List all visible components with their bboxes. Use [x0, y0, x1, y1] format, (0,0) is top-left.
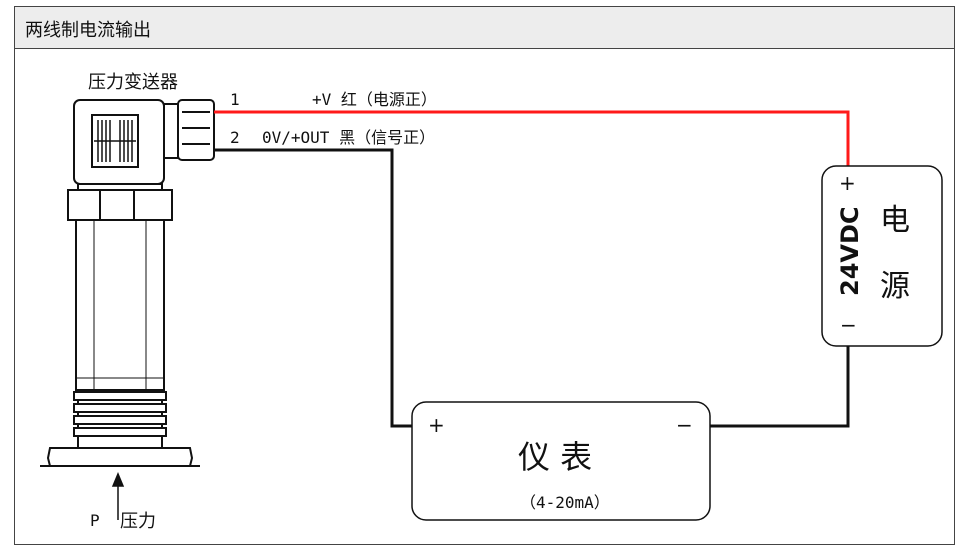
pressure-symbol: P	[90, 511, 100, 530]
power-name-line2: 源	[880, 269, 910, 304]
meter-name: 仪 表	[518, 438, 592, 476]
meter-minus-label: −	[676, 413, 693, 437]
power-minus-label: −	[840, 313, 857, 337]
diagram-title: 两线制电流输出	[25, 20, 151, 41]
transmitter-label: 压力变送器	[88, 72, 178, 93]
black-wire-meter-to-power	[710, 346, 850, 428]
meter-range: （4-20mA）	[520, 493, 610, 512]
diagram-header: 两线制电流输出	[15, 7, 954, 49]
wire-1-label: +V 红（电源正）	[312, 90, 437, 109]
power-name-line1: 电	[880, 203, 910, 238]
power-voltage-label: 24VDC	[836, 206, 864, 296]
power-plus-label: +	[839, 171, 856, 195]
wire-2-pin: 2	[230, 128, 240, 147]
black-wire-to-meter	[214, 148, 412, 428]
red-wire	[214, 110, 850, 168]
pressure-transmitter	[40, 99, 215, 467]
wire-1-pin: 1	[230, 90, 240, 109]
power-supply-box	[821, 165, 943, 347]
meter-box	[411, 401, 711, 521]
wire-2-label: 0V/+OUT 黑（信号正）	[262, 128, 435, 147]
pressure-label: 压力	[120, 511, 156, 532]
meter-plus-label: +	[428, 413, 445, 437]
pressure-arrow	[111, 472, 125, 520]
